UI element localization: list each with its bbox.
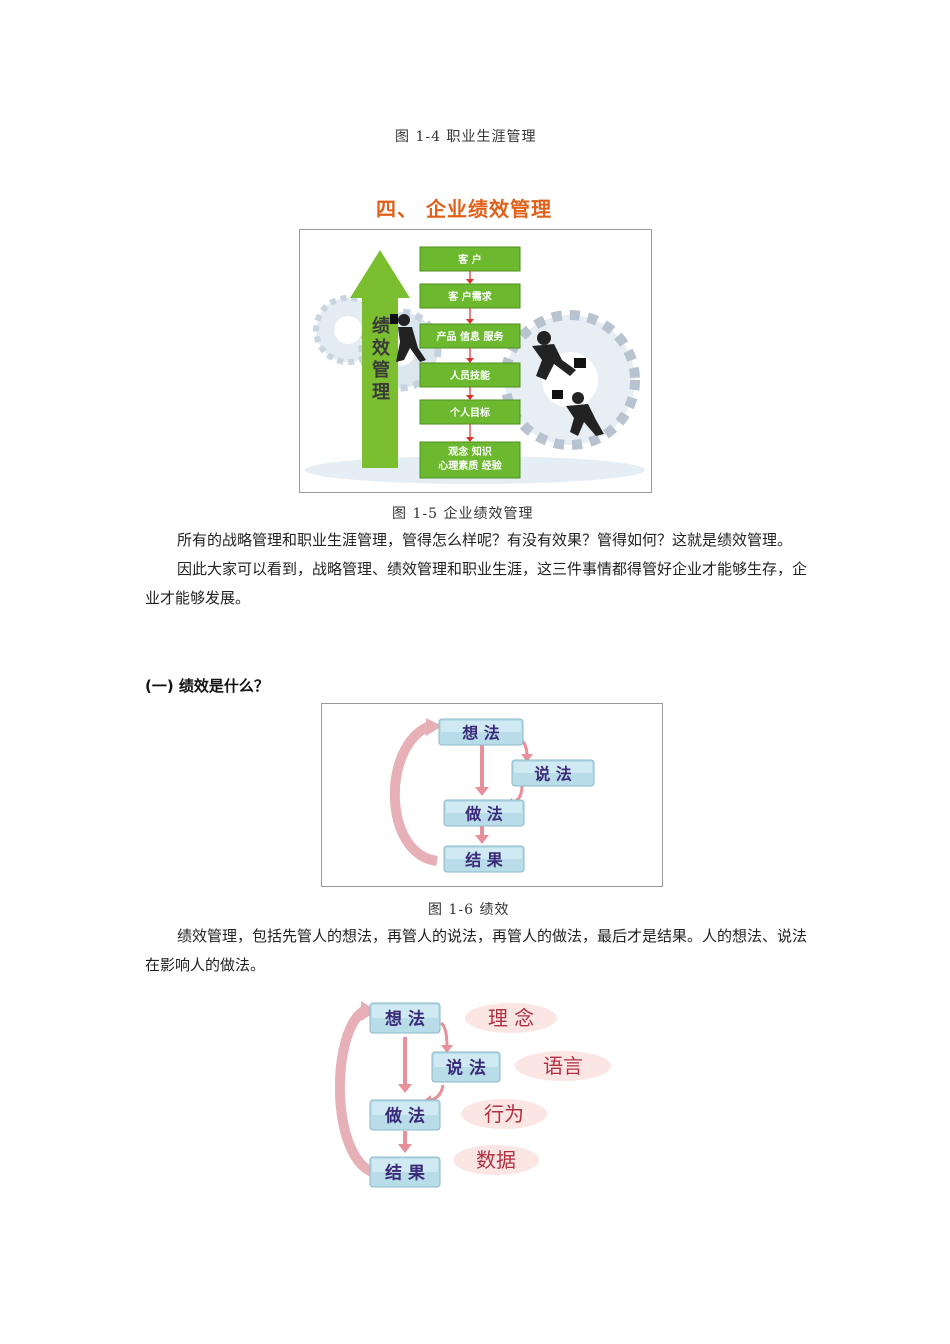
figure-caption-1-5: 图 1-5 企业绩效管理 bbox=[392, 506, 534, 522]
flow-box-highlight bbox=[372, 1159, 438, 1172]
tag-label: 行为 bbox=[484, 1102, 524, 1126]
flow-box-highlight bbox=[372, 1005, 438, 1018]
step-box bbox=[419, 283, 521, 309]
arrow-label-char: 绩 bbox=[372, 315, 390, 337]
paragraph-3: 绩效管理，包括先管人的想法，再管人的说法，再管人的做法，最后才是结果。人的想法、… bbox=[145, 927, 808, 974]
flow-box-highlight bbox=[434, 1054, 498, 1067]
feedback-arc bbox=[334, 1005, 378, 1178]
flow-box-highlight bbox=[446, 848, 522, 859]
step-label: 客 户需求 bbox=[447, 290, 492, 303]
flow-box-label: 做 法 bbox=[384, 1106, 425, 1127]
step-label: 客 户 bbox=[457, 253, 481, 266]
step-box bbox=[419, 323, 521, 349]
step-arrowhead bbox=[466, 358, 474, 363]
tag-bubble bbox=[515, 1051, 611, 1081]
tag-label: 语言 bbox=[543, 1054, 583, 1078]
feedback-arrowhead bbox=[361, 1001, 377, 1021]
arrow-label-char: 理 bbox=[372, 382, 390, 403]
step-label: 产品 信息 服务 bbox=[437, 330, 505, 343]
figure-1-5: 绩效管理 客 户客 户需求产品 信息 服务人员技能个人目标观念 知识心理素质 经… bbox=[299, 229, 652, 493]
flow-box-label: 结 果 bbox=[385, 1163, 425, 1184]
section-heading: 四、 企业绩效管理 bbox=[376, 197, 552, 221]
flow-arrowhead bbox=[441, 1045, 453, 1053]
flow-box-label: 做 法 bbox=[464, 804, 503, 823]
tag-label: 数据 bbox=[476, 1148, 516, 1172]
figure-caption-1-6: 图 1-6 绩效 bbox=[428, 902, 510, 918]
flow-arrow bbox=[440, 1021, 449, 1048]
flow-arrowhead bbox=[475, 787, 489, 796]
green-arrow bbox=[350, 250, 410, 468]
arrow-label-char: 效 bbox=[372, 337, 391, 359]
step-arrowhead bbox=[466, 395, 474, 400]
flow-box-label: 想 法 bbox=[385, 1009, 425, 1030]
step-arrowhead bbox=[466, 319, 474, 324]
businessman-icon-3 bbox=[552, 390, 604, 436]
step-box bbox=[419, 362, 521, 388]
figure-performance-mapping: 想 法说 法做 法结 果 理 念语言行为数据 bbox=[334, 995, 625, 1195]
flow-box-highlight bbox=[441, 721, 521, 732]
feedback-arrowhead bbox=[426, 718, 442, 736]
businessman-icon-2 bbox=[532, 331, 586, 380]
flow-arrowhead bbox=[398, 1084, 412, 1093]
paragraph-2: 因此大家可以看到，战略管理、绩效管理和职业生涯，这三件事情都得管好企业才能够生存… bbox=[145, 560, 808, 607]
subheading: (一) 绩效是什么？ bbox=[145, 677, 269, 695]
performance-flow-diagram: 想 法说 法做 法结 果 bbox=[389, 718, 595, 873]
step-label: 心理素质 经验 bbox=[438, 459, 502, 472]
body-text-block-1: 所有的战略管理和职业生涯管理，管得怎么样呢？有没有效果？管得如何？这就是绩效管理… bbox=[145, 526, 807, 613]
tag-bubble bbox=[453, 1145, 539, 1175]
paragraph-1: 所有的战略管理和职业生涯管理，管得怎么样呢？有没有效果？管得如何？这就是绩效管理… bbox=[177, 531, 793, 549]
step-arrowhead bbox=[466, 437, 474, 442]
flow-box-label: 结 果 bbox=[464, 850, 503, 869]
step-box bbox=[419, 399, 521, 425]
flow-box-label: 想 法 bbox=[461, 723, 500, 742]
figure-caption-1-4: 图 1-4 职业生涯管理 bbox=[395, 129, 537, 145]
tag-bubble bbox=[461, 1099, 547, 1129]
flow-box-label: 说 法 bbox=[446, 1058, 486, 1079]
feedback-arc bbox=[389, 721, 439, 866]
arrow-label-char: 管 bbox=[372, 359, 390, 381]
figure-1-6: 想 法说 法做 法结 果 bbox=[321, 703, 663, 887]
flow-box-highlight bbox=[514, 762, 592, 773]
flow-box-label: 说 法 bbox=[534, 764, 572, 783]
tag-bubble bbox=[465, 1003, 557, 1033]
body-text-block-2: 绩效管理，包括先管人的想法，再管人的说法，再管人的做法，最后才是结果。人的想法、… bbox=[145, 922, 807, 980]
arrow-label: 绩效管理 bbox=[372, 315, 391, 403]
step-arrowhead bbox=[466, 279, 474, 284]
flow-arrowhead bbox=[521, 754, 533, 762]
businessman-icon-1 bbox=[390, 314, 426, 362]
step-box bbox=[419, 441, 521, 479]
gear-icon-right bbox=[500, 310, 640, 450]
flow-arrowhead bbox=[475, 835, 489, 844]
flow-arrowhead bbox=[398, 1144, 412, 1153]
tag-label: 理 念 bbox=[488, 1006, 534, 1030]
flow-box-highlight bbox=[372, 1102, 438, 1115]
flow-box-highlight bbox=[446, 802, 522, 813]
step-label: 观念 知识 bbox=[448, 445, 491, 458]
step-label: 个人目标 bbox=[449, 406, 490, 419]
step-label: 人员技能 bbox=[450, 369, 490, 382]
